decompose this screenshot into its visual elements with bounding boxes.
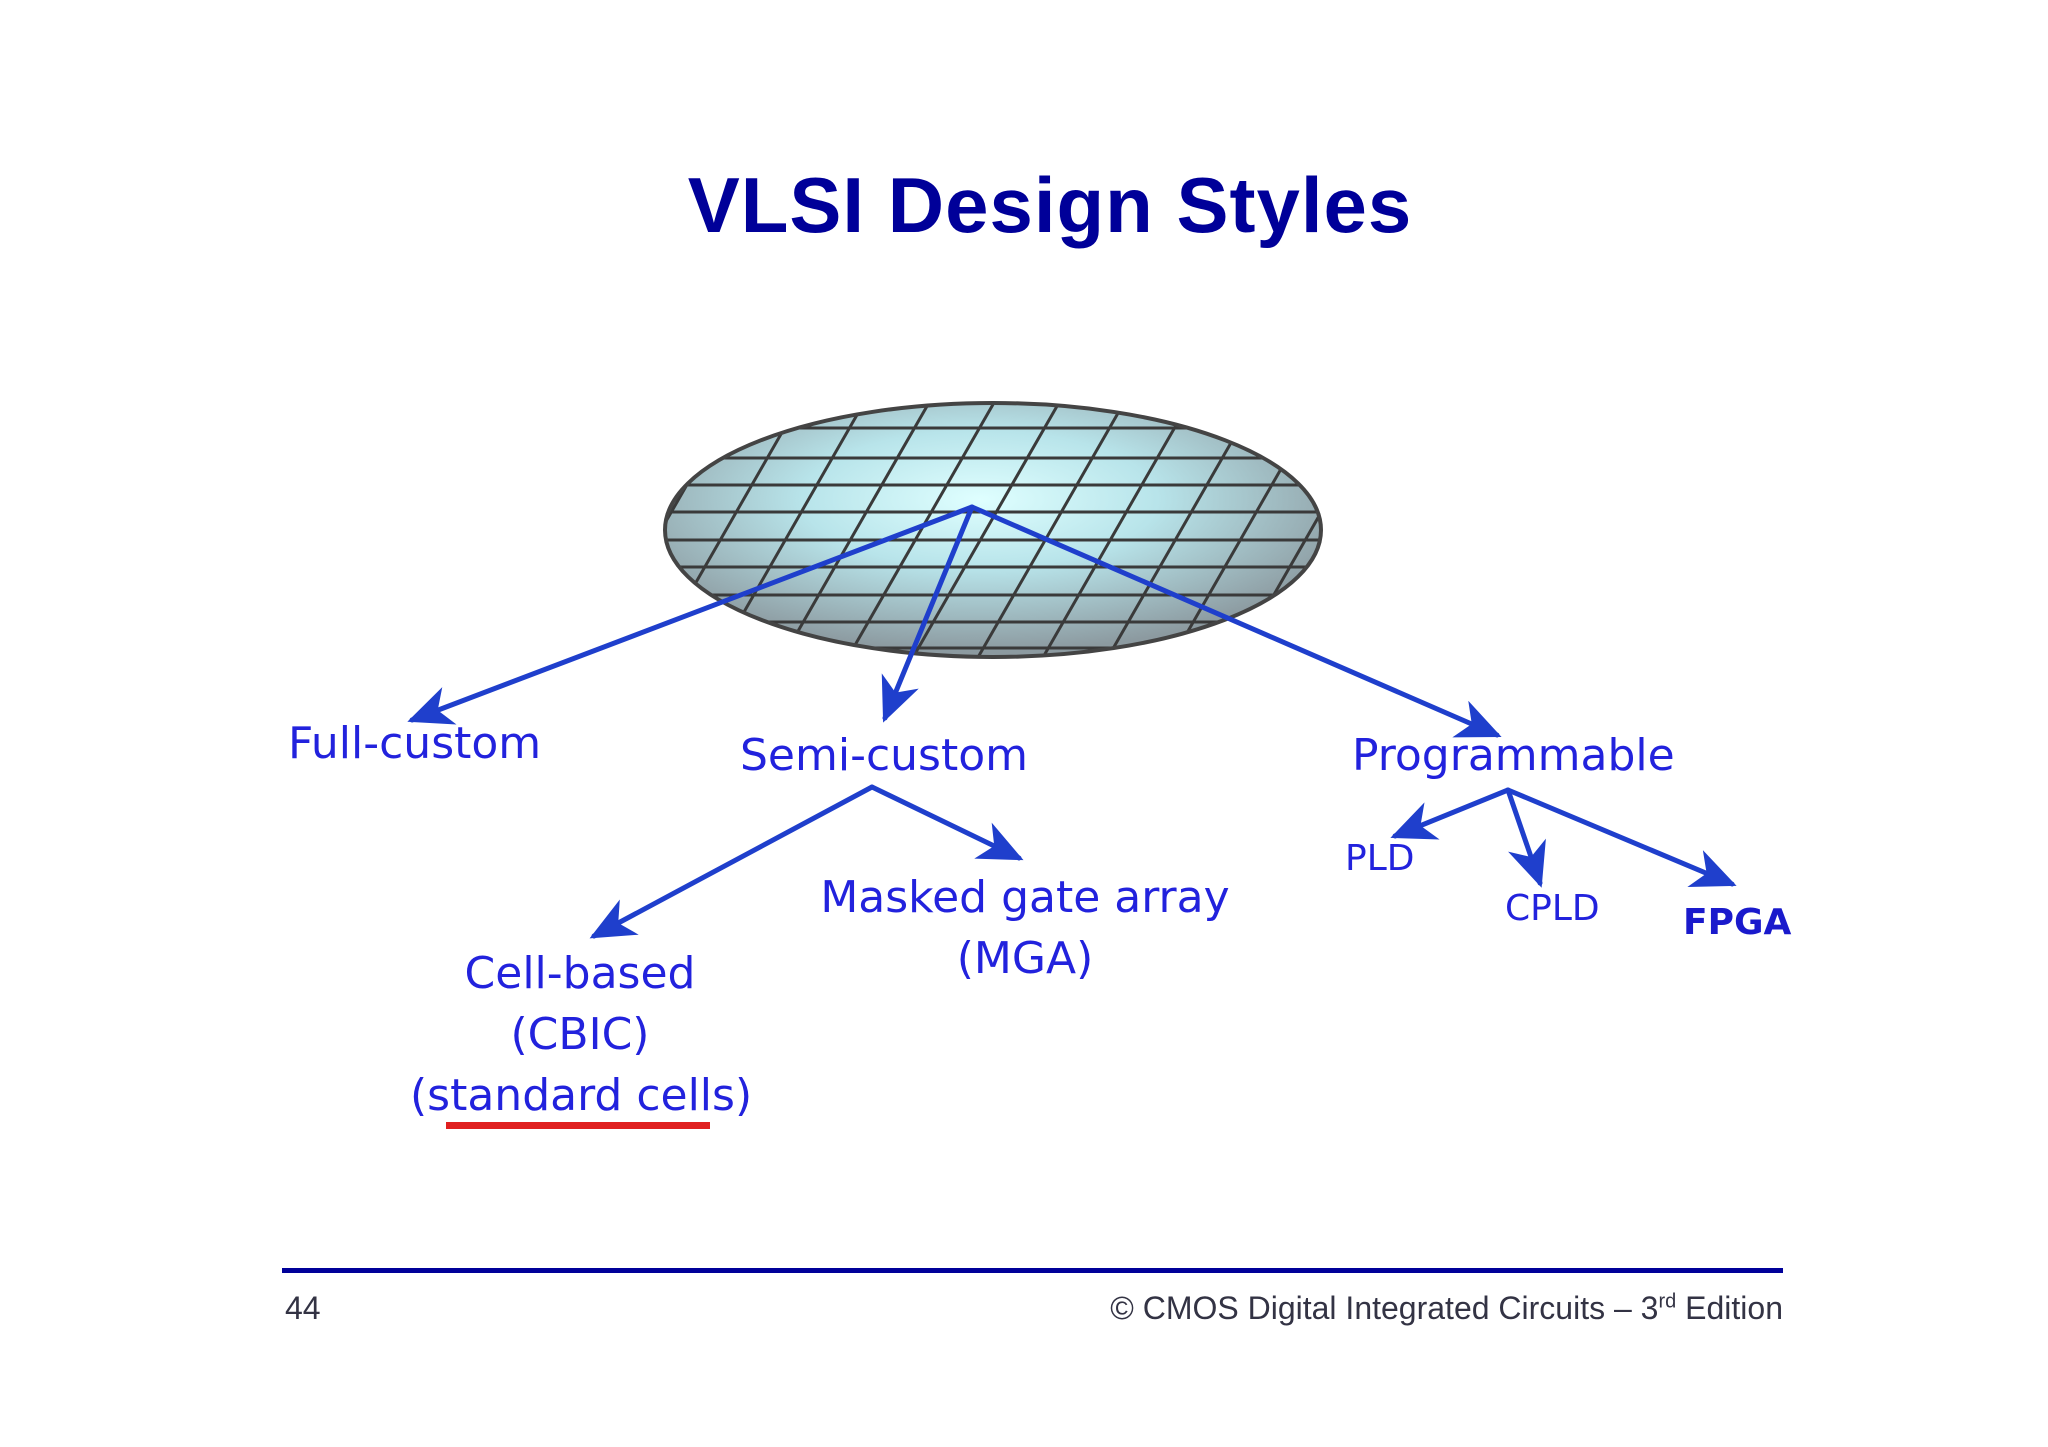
- cbic-label: (CBIC): [510, 1009, 650, 1060]
- standard-cells-underline: [446, 1122, 710, 1129]
- standard-cells-label: (standard cells): [410, 1070, 753, 1121]
- arrow-to-semi-custom: [881, 504, 975, 723]
- node-cell-based: Cell-based (CBIC) (standard cells): [410, 946, 753, 1123]
- arrow-to-cell-based: [589, 784, 875, 939]
- credit-sup: rd: [1658, 1290, 1677, 1313]
- cell-based-label: Cell-based: [464, 948, 696, 999]
- arrow-to-programmable: [969, 504, 1502, 738]
- footer-credit: © CMOS Digital Integrated Circuits – 3rd…: [1110, 1290, 1783, 1327]
- arrow-to-pld: [1390, 787, 1511, 840]
- node-semi-custom: Semi-custom: [740, 730, 1028, 781]
- arrow-to-masked-gate-array: [869, 784, 1024, 861]
- arrow-to-cpld: [1505, 787, 1546, 888]
- node-fpga: FPGA: [1683, 902, 1792, 943]
- wafer-icon: [663, 401, 1323, 659]
- node-masked-gate-array: Masked gate array (MGA): [820, 870, 1230, 986]
- mga-label: (MGA): [956, 933, 1094, 984]
- node-programmable: Programmable: [1352, 730, 1675, 781]
- arrow-to-fpga: [1505, 787, 1737, 887]
- credit-suffix: Edition: [1676, 1290, 1783, 1326]
- node-pld: PLD: [1345, 838, 1415, 879]
- arrow-to-full-custom: [407, 504, 975, 725]
- node-cpld: CPLD: [1505, 888, 1600, 929]
- slide-title: VLSI Design Styles: [687, 161, 1413, 249]
- page-number: 44: [285, 1290, 321, 1326]
- footer-rule: [282, 1268, 1783, 1273]
- credit-prefix: © CMOS Digital Integrated Circuits – 3: [1110, 1290, 1659, 1326]
- masked-gate-array-label: Masked gate array: [820, 872, 1230, 923]
- node-full-custom: Full-custom: [288, 718, 542, 769]
